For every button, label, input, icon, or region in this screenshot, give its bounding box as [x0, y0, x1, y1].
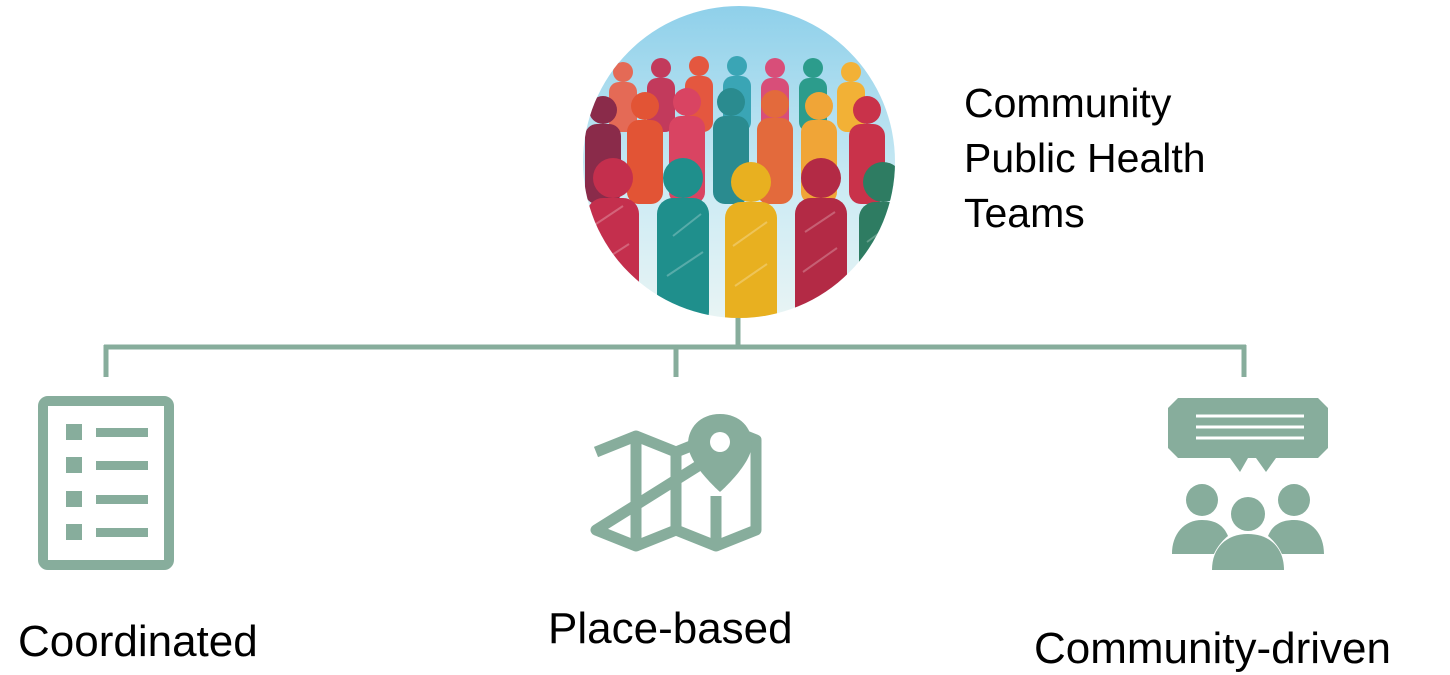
label-community-driven: Community-driven [1034, 624, 1391, 673]
label-place-based: Place-based [548, 604, 793, 653]
crowd-image [583, 6, 895, 318]
title-line-3: Teams [964, 190, 1085, 236]
label-coordinated: Coordinated [18, 617, 258, 666]
title-line-2: Public Health [964, 135, 1206, 181]
group-chat-icon [1168, 398, 1328, 570]
title-line-1: Community [964, 80, 1172, 126]
diagram-title: Community Public Health Teams [964, 76, 1206, 241]
map-pin-icon [590, 414, 762, 552]
checklist-icon [38, 396, 174, 570]
